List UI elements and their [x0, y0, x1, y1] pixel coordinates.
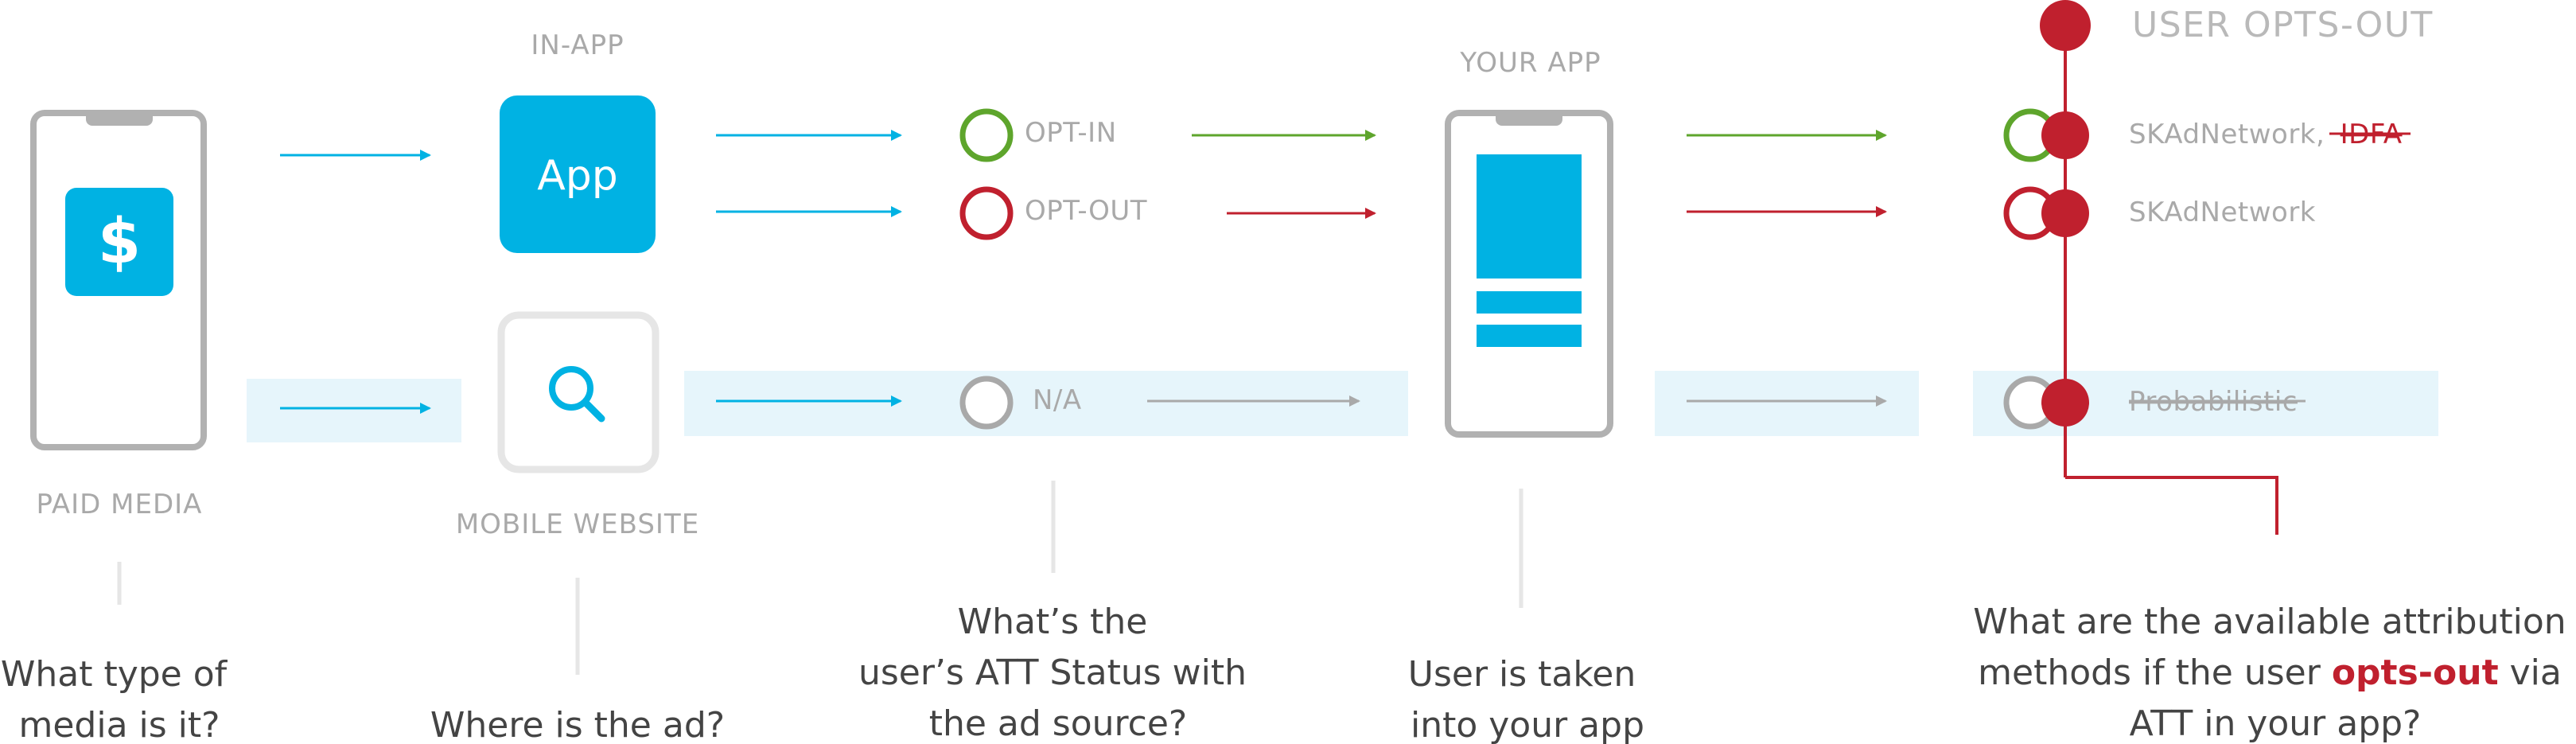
mobile-website-search-icon	[497, 311, 660, 473]
your-app-phone-icon	[1445, 110, 1613, 438]
status-opt-in: OPT-IN	[1025, 117, 1117, 149]
status-opt-out: OPT-OUT	[1025, 195, 1147, 227]
question-attribution-methods: What are the available attribution metho…	[1973, 602, 2576, 744]
outcome-na-red-dot-icon	[2041, 379, 2089, 427]
opt-in-circle-icon	[959, 108, 1014, 162]
label-paid-media: PAID MEDIA	[37, 489, 203, 520]
dollar-icon: $	[98, 206, 141, 278]
outcome-optout-red-dot-icon	[2041, 189, 2089, 237]
app-tile-icon: App	[500, 95, 656, 253]
band-your-app	[1655, 371, 1919, 436]
na-circle-icon	[959, 376, 1014, 430]
status-na: N/A	[1033, 384, 1082, 416]
opts-out-emphasis: opts-out	[2332, 652, 2499, 693]
outcome-optin-red-dot-icon	[2041, 111, 2089, 159]
app-tile-label: App	[537, 152, 618, 200]
outcome-optin-method: SKAdNetwork,	[2129, 119, 2325, 150]
label-your-app: YOUR APP	[1459, 47, 1601, 79]
question-media-type: What type of media is it?	[1, 654, 238, 744]
label-in-app: IN-APP	[531, 29, 624, 61]
band-paid-media	[247, 379, 461, 442]
question-ad-location: Where is the ad?	[430, 705, 725, 744]
outcome-optout-method: SKAdNetwork	[2129, 197, 2316, 228]
question-att-status: What’s the user’s ATT Status with the ad…	[858, 602, 1258, 744]
user-opts-out-dot-icon	[2040, 0, 2091, 51]
paid-media-phone-icon: $	[30, 110, 207, 450]
dollar-tile	[65, 188, 173, 296]
opt-out-circle-icon	[959, 186, 1014, 240]
timeline-connector	[2065, 476, 2278, 535]
band-na	[684, 371, 1408, 436]
label-mobile-website: MOBILE WEBSITE	[456, 508, 699, 540]
question-user-taken: User is taken into your app	[1408, 654, 1648, 744]
label-user-opts-out: USER OPTS-OUT	[2132, 5, 2434, 45]
